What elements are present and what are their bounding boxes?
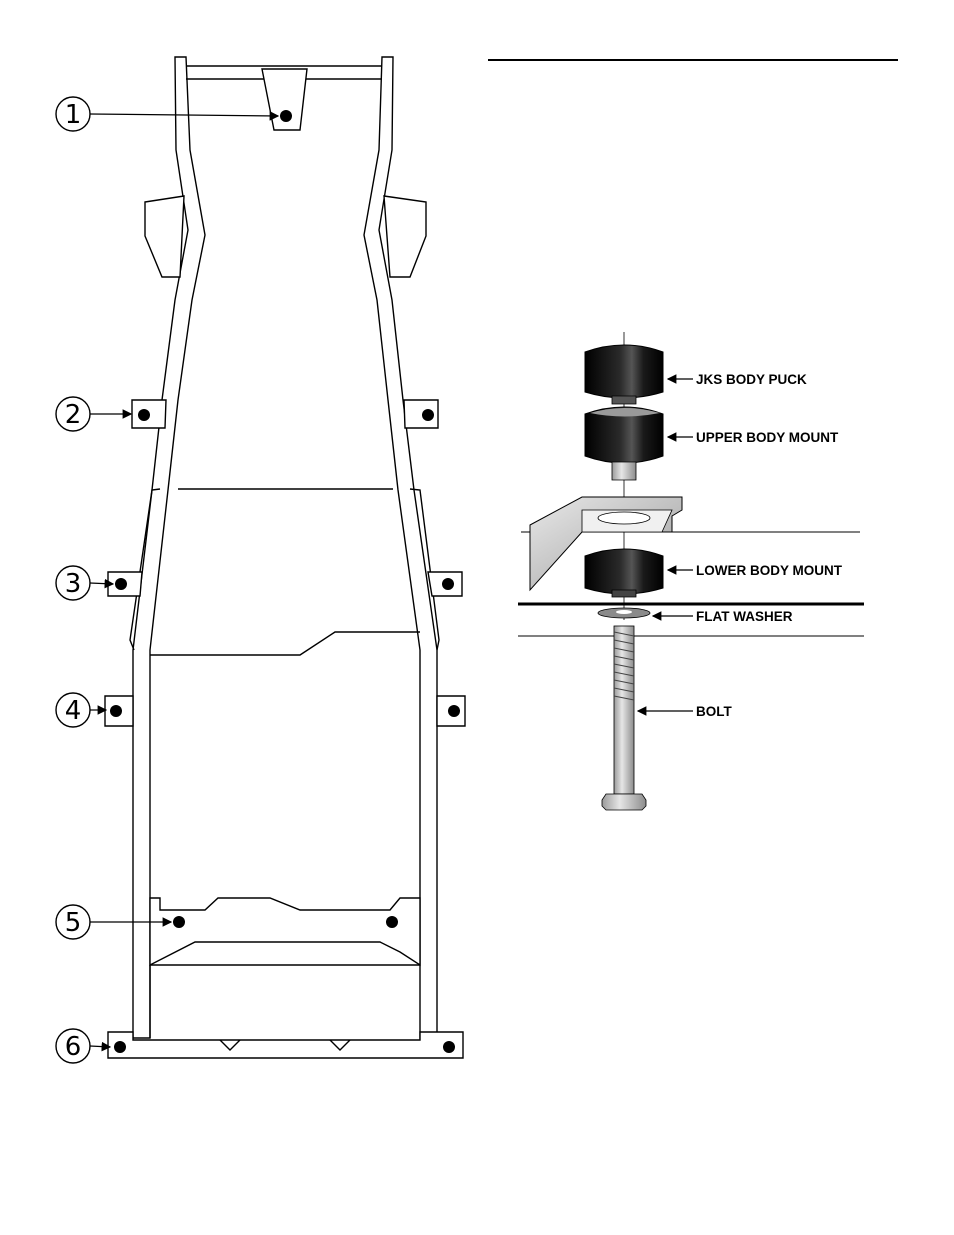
label-flat-washer: FLAT WASHER xyxy=(696,609,793,624)
mount-hole-1 xyxy=(280,110,292,122)
mount-hole-5-right xyxy=(386,916,398,928)
flat-washer xyxy=(598,608,650,618)
callout-number: 2 xyxy=(65,400,82,430)
label-upper-body-mount: UPPER BODY MOUNT xyxy=(696,430,839,445)
mount-hole-3-left xyxy=(115,578,127,590)
bolt xyxy=(602,626,646,810)
left-skid-plate-edge xyxy=(130,489,160,650)
label-jks-body-puck: JKS BODY PUCK xyxy=(696,372,807,387)
callout-1: 1 xyxy=(56,97,278,131)
callout-leader xyxy=(90,1046,110,1047)
right-spring-hanger xyxy=(384,196,426,277)
mount-hole-5-left xyxy=(173,916,185,928)
mount-hole-2-right xyxy=(422,409,434,421)
rear-crossmember-contour xyxy=(150,632,420,655)
callout-number: 5 xyxy=(65,908,82,938)
callout-number: 6 xyxy=(65,1032,82,1062)
callout-3: 3 xyxy=(56,566,113,600)
callout-6: 6 xyxy=(56,1029,110,1063)
upper-body-mount xyxy=(585,407,663,480)
right-skid-plate-edge xyxy=(410,489,439,650)
lower-body-mount xyxy=(585,549,663,597)
jks-body-puck xyxy=(585,345,663,404)
mount-hole-6-left xyxy=(114,1041,126,1053)
left-spring-hanger xyxy=(145,196,184,277)
rear-bumper-plate-6 xyxy=(108,1032,463,1058)
callout-number: 1 xyxy=(65,100,82,130)
body-mount-exploded-view: JKS BODY PUCK UPPER BODY MOUNT LOWER BOD… xyxy=(518,332,864,810)
rear-crossmember-5 xyxy=(150,898,420,965)
mount-hole-6-right xyxy=(443,1041,455,1053)
vehicle-frame-diagram xyxy=(105,57,465,1058)
label-lower-body-mount: LOWER BODY MOUNT xyxy=(696,563,843,578)
callout-number: 4 xyxy=(65,696,82,726)
mount-hole-4-right xyxy=(448,705,460,717)
mount-hole-4-left xyxy=(110,705,122,717)
callout-leader xyxy=(90,114,278,116)
mount-hole-3-right xyxy=(442,578,454,590)
mount-hole-2-left xyxy=(138,409,150,421)
callout-4: 4 xyxy=(56,693,106,727)
label-bolt: BOLT xyxy=(696,704,732,719)
callout-2: 2 xyxy=(56,397,131,431)
callout-number: 3 xyxy=(65,569,82,599)
